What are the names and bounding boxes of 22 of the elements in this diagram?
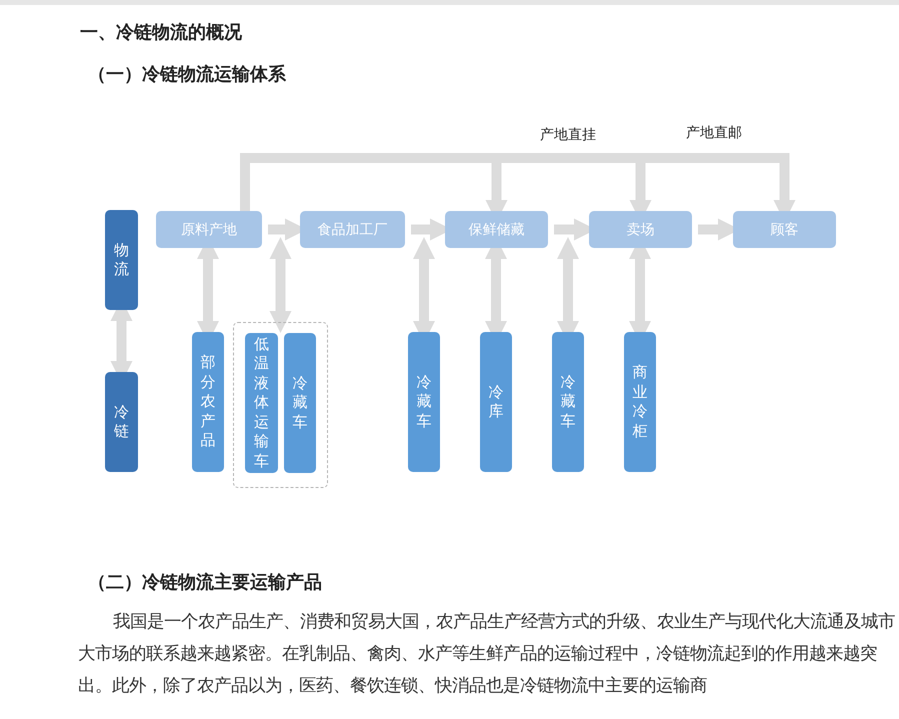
section-heading: （一）冷链物流运输体系	[88, 63, 286, 86]
paragraph: 我国是一个农产品生产、消费和贸易大国，农产品生产经营方式的升级、农业生产与现代化大流通及城市大市场的联系越来越紧密。在乳制品、禽肉、水产等生鲜产品的运输过程中，冷链物流起到的作用越来越突出。此外，除了农产品以为，医药、餐饮连锁、快消品也是冷链物流中主要的运输商	[78, 611, 896, 698]
dashed-group-box	[233, 322, 328, 488]
process-box: 顾客	[733, 211, 836, 248]
equipment-bar: 冷藏车	[552, 332, 584, 472]
equipment-bar: 商业冷柜	[624, 332, 656, 472]
category-box: 冷链	[105, 372, 138, 472]
process-box: 食品加工厂	[300, 211, 405, 248]
section-heading: （二）冷链物流主要运输产品	[88, 571, 322, 594]
equipment-bar: 低温液体运输车	[245, 333, 278, 473]
equipment-bar: 冷库	[480, 332, 512, 472]
process-box: 保鲜储藏	[445, 211, 548, 248]
equipment-bar: 冷藏车	[408, 332, 440, 472]
process-box: 原料产地	[156, 211, 262, 248]
equipment-bar: 冷藏车	[284, 333, 316, 473]
process-box: 卖场	[589, 211, 692, 248]
arrow	[270, 237, 292, 333]
section-heading: 一、冷链物流的概况	[80, 21, 242, 44]
edge-label: 产地直挂	[538, 126, 598, 144]
category-box: 物流	[105, 210, 138, 310]
equipment-bar: 部分农产品	[192, 332, 224, 472]
edge-label: 产地直邮	[684, 124, 744, 142]
